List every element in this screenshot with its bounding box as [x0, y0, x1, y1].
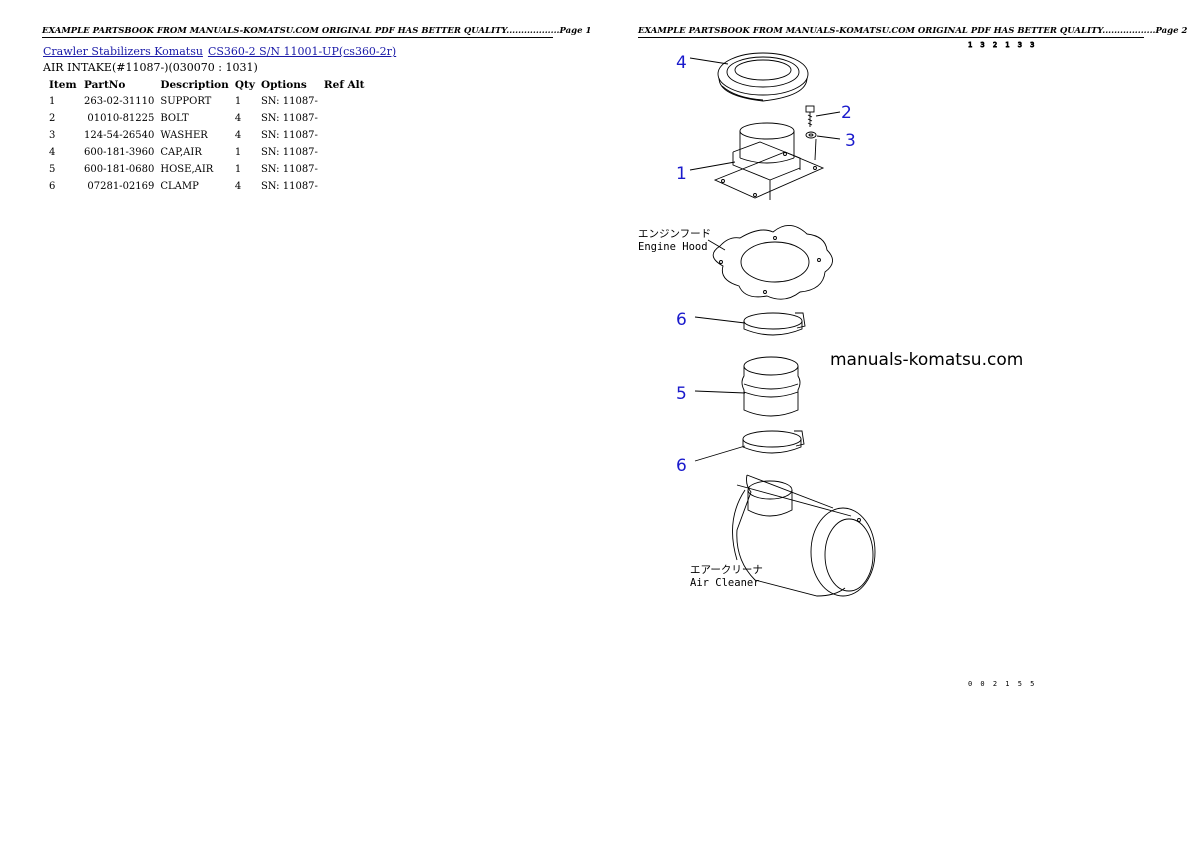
cell-options: SN: 11087- [260, 147, 318, 158]
section-title: AIR INTAKE(#11087-)(030070 : 1031) [43, 61, 258, 74]
cell-ref-alt [318, 110, 368, 127]
drawing-code: 0 0 2 1 5 5 [968, 680, 1036, 688]
column-header-qty: Qty [234, 78, 255, 91]
cell-description: WASHER [160, 130, 208, 141]
engine-hood-label-jp: エンジンフード [638, 228, 711, 240]
air-cleaner-label-jp: エアークリーナ [690, 564, 763, 576]
cell-options: SN: 11087- [260, 96, 318, 107]
cell-description: CLAMP [160, 181, 199, 192]
callout-3: 3 [845, 131, 856, 151]
cell-options: SN: 11087- [260, 181, 318, 192]
callout-2: 2 [841, 103, 852, 123]
washer-part [805, 131, 841, 140]
column-header-partno: PartNo [84, 78, 126, 91]
exploded-parts-diagram: 1 3 2 1 3 3 [638, 41, 1036, 688]
table-header-row: Item PartNo Description Qty Options Ref … [43, 76, 368, 93]
table-row: 3 124-54-26540 WASHER 4 SN: 11087- [43, 127, 368, 144]
cell-item: 1 [49, 96, 56, 107]
drawing-code-top: 1 3 2 1 3 3 [968, 41, 1036, 49]
cell-ref-alt [318, 161, 368, 178]
cell-partno: 263-02-31110 [84, 96, 155, 107]
category-link[interactable]: Crawler Stabilizers Komatsu [43, 45, 203, 58]
callout-6-lower: 6 [676, 456, 687, 476]
cell-qty: 1 [234, 164, 242, 175]
cell-item: 5 [49, 164, 56, 175]
cell-description: CAP,AIR [160, 147, 202, 158]
cell-item: 4 [49, 147, 56, 158]
parts-table: Item PartNo Description Qty Options Ref … [43, 76, 368, 195]
callout-4: 4 [676, 53, 687, 73]
cell-ref-alt [318, 178, 368, 195]
cell-qty: 1 [234, 147, 242, 158]
cell-qty: 1 [234, 96, 242, 107]
parts-diagram-page: EXAMPLE PARTSBOOK FROM MANUALS-KOMATSU.C… [595, 0, 1190, 842]
air-cleaner-part [732, 474, 876, 597]
column-header-description: Description [160, 78, 229, 91]
cell-qty: 4 [234, 181, 242, 192]
table-row: 5 600-181-0680 HOSE,AIR 1 SN: 11087- [43, 161, 368, 178]
cell-ref-alt [318, 127, 368, 144]
callout-5: 5 [676, 384, 687, 404]
cell-description: HOSE,AIR [160, 164, 214, 175]
air-cleaner-label: Air Cleaner [690, 577, 760, 589]
bolt-part [805, 105, 841, 127]
column-header-options: Options [260, 78, 307, 91]
cell-partno: 124-54-26540 [84, 130, 155, 141]
column-header-ref-alt: Ref Alt [323, 78, 365, 91]
air-hose-part [694, 356, 801, 417]
air-cap-part [689, 52, 809, 102]
column-header-item: Item [49, 78, 77, 91]
callout-1: 1 [676, 164, 687, 184]
cell-item: 2 [49, 113, 56, 124]
cell-partno: 600-181-0680 [84, 164, 155, 175]
model-link[interactable]: CS360-2 S/N 11001-UP(cs360-2r) [207, 45, 397, 58]
cell-partno: 07281-02169 [87, 181, 155, 192]
table-row: 4 600-181-3960 CAP,AIR 1 SN: 11087- [43, 144, 368, 161]
cell-description: BOLT [160, 113, 189, 124]
engine-hood-label: Engine Hood [638, 241, 708, 253]
table-row: 6 07281-02169 CLAMP 4 SN: 11087- [43, 178, 368, 195]
table-row: 1 263-02-31110 SUPPORT 1 SN: 11087- [43, 93, 368, 110]
upper-clamp-part [694, 312, 806, 336]
cell-qty: 4 [234, 113, 242, 124]
page-header: EXAMPLE PARTSBOOK FROM MANUALS-KOMATSU.C… [638, 26, 1188, 38]
watermark: manuals-komatsu.com [830, 350, 1023, 370]
cell-item: 6 [49, 181, 56, 192]
cell-qty: 4 [234, 130, 242, 141]
cell-item: 3 [49, 130, 56, 141]
cell-description: SUPPORT [160, 96, 212, 107]
cell-options: SN: 11087- [260, 113, 318, 124]
cell-options: SN: 11087- [260, 130, 318, 141]
page-header: EXAMPLE PARTSBOOK FROM MANUALS-KOMATSU.C… [42, 26, 592, 38]
cell-ref-alt [318, 144, 368, 161]
cell-partno: 01010-81225 [87, 113, 155, 124]
engine-hood-plate [707, 225, 833, 300]
breadcrumb: Crawler Stabilizers Komatsu CS360-2 S/N 1… [43, 45, 396, 58]
parts-list-page: EXAMPLE PARTSBOOK FROM MANUALS-KOMATSU.C… [42, 26, 592, 195]
table-row: 2 01010-81225 BOLT 4 SN: 11087- [43, 110, 368, 127]
cell-ref-alt [318, 93, 368, 110]
cell-options: SN: 11087- [260, 164, 318, 175]
lower-clamp-part [694, 430, 805, 462]
callout-6-upper: 6 [676, 310, 687, 330]
support-part [689, 122, 825, 200]
cell-partno: 600-181-3960 [84, 147, 155, 158]
